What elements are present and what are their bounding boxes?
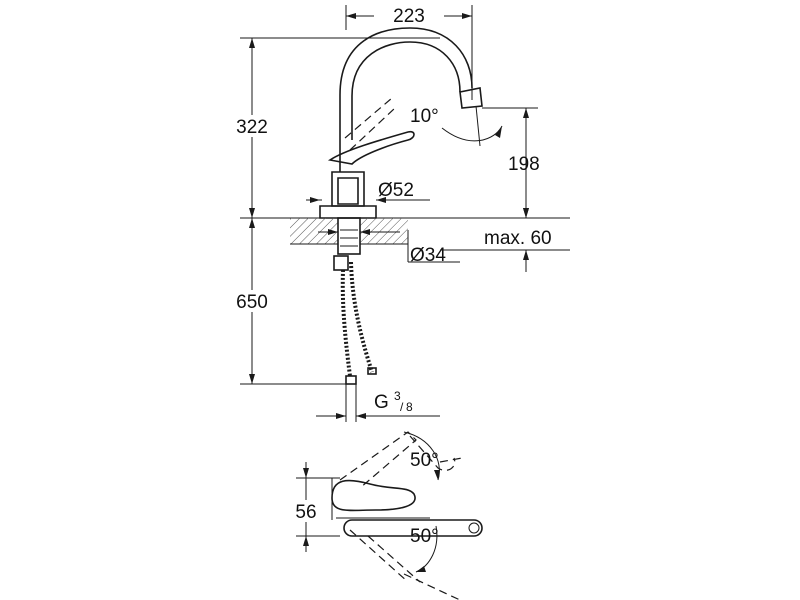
- supply-hoses: [340, 261, 377, 385]
- thread-numerator: 3: [394, 389, 401, 403]
- angle-10: 10°: [410, 105, 503, 147]
- thread-label: G: [374, 392, 389, 413]
- angle-down-label: 50°: [410, 526, 439, 547]
- angle-spout-label: 10°: [410, 106, 439, 127]
- dimension-hole-34: Ø34: [318, 229, 460, 266]
- dimension-handle-56: 56: [292, 462, 340, 552]
- max-thickness-label: max. 60: [484, 228, 552, 249]
- spout-height-label: 198: [508, 154, 540, 175]
- angle-up-label: 50°: [410, 450, 439, 471]
- height-label: 322: [236, 117, 268, 138]
- dimension-width-223: 223: [345, 4, 473, 100]
- dimension-max-60: max. 60: [440, 208, 570, 272]
- handle-height-label: 56: [295, 502, 316, 523]
- hose-length-label: 650: [236, 292, 268, 313]
- thread-denominator: 8: [406, 400, 413, 414]
- dimension-base-52: Ø52: [306, 180, 430, 203]
- base-diameter-label: Ø52: [378, 180, 414, 201]
- dimension-spout-198: 198: [482, 107, 540, 218]
- faucet-body: [319, 27, 483, 219]
- dimension-height-322: 322: [232, 37, 440, 218]
- dimension-thread: G 3 / 8: [316, 384, 440, 422]
- lever-top-view: 50° 50°: [331, 431, 483, 600]
- hole-diameter-label: Ø34: [410, 245, 446, 266]
- dimension-hose-650: 650: [232, 218, 350, 385]
- thread-slash: /: [400, 400, 404, 414]
- width-label: 223: [393, 6, 425, 27]
